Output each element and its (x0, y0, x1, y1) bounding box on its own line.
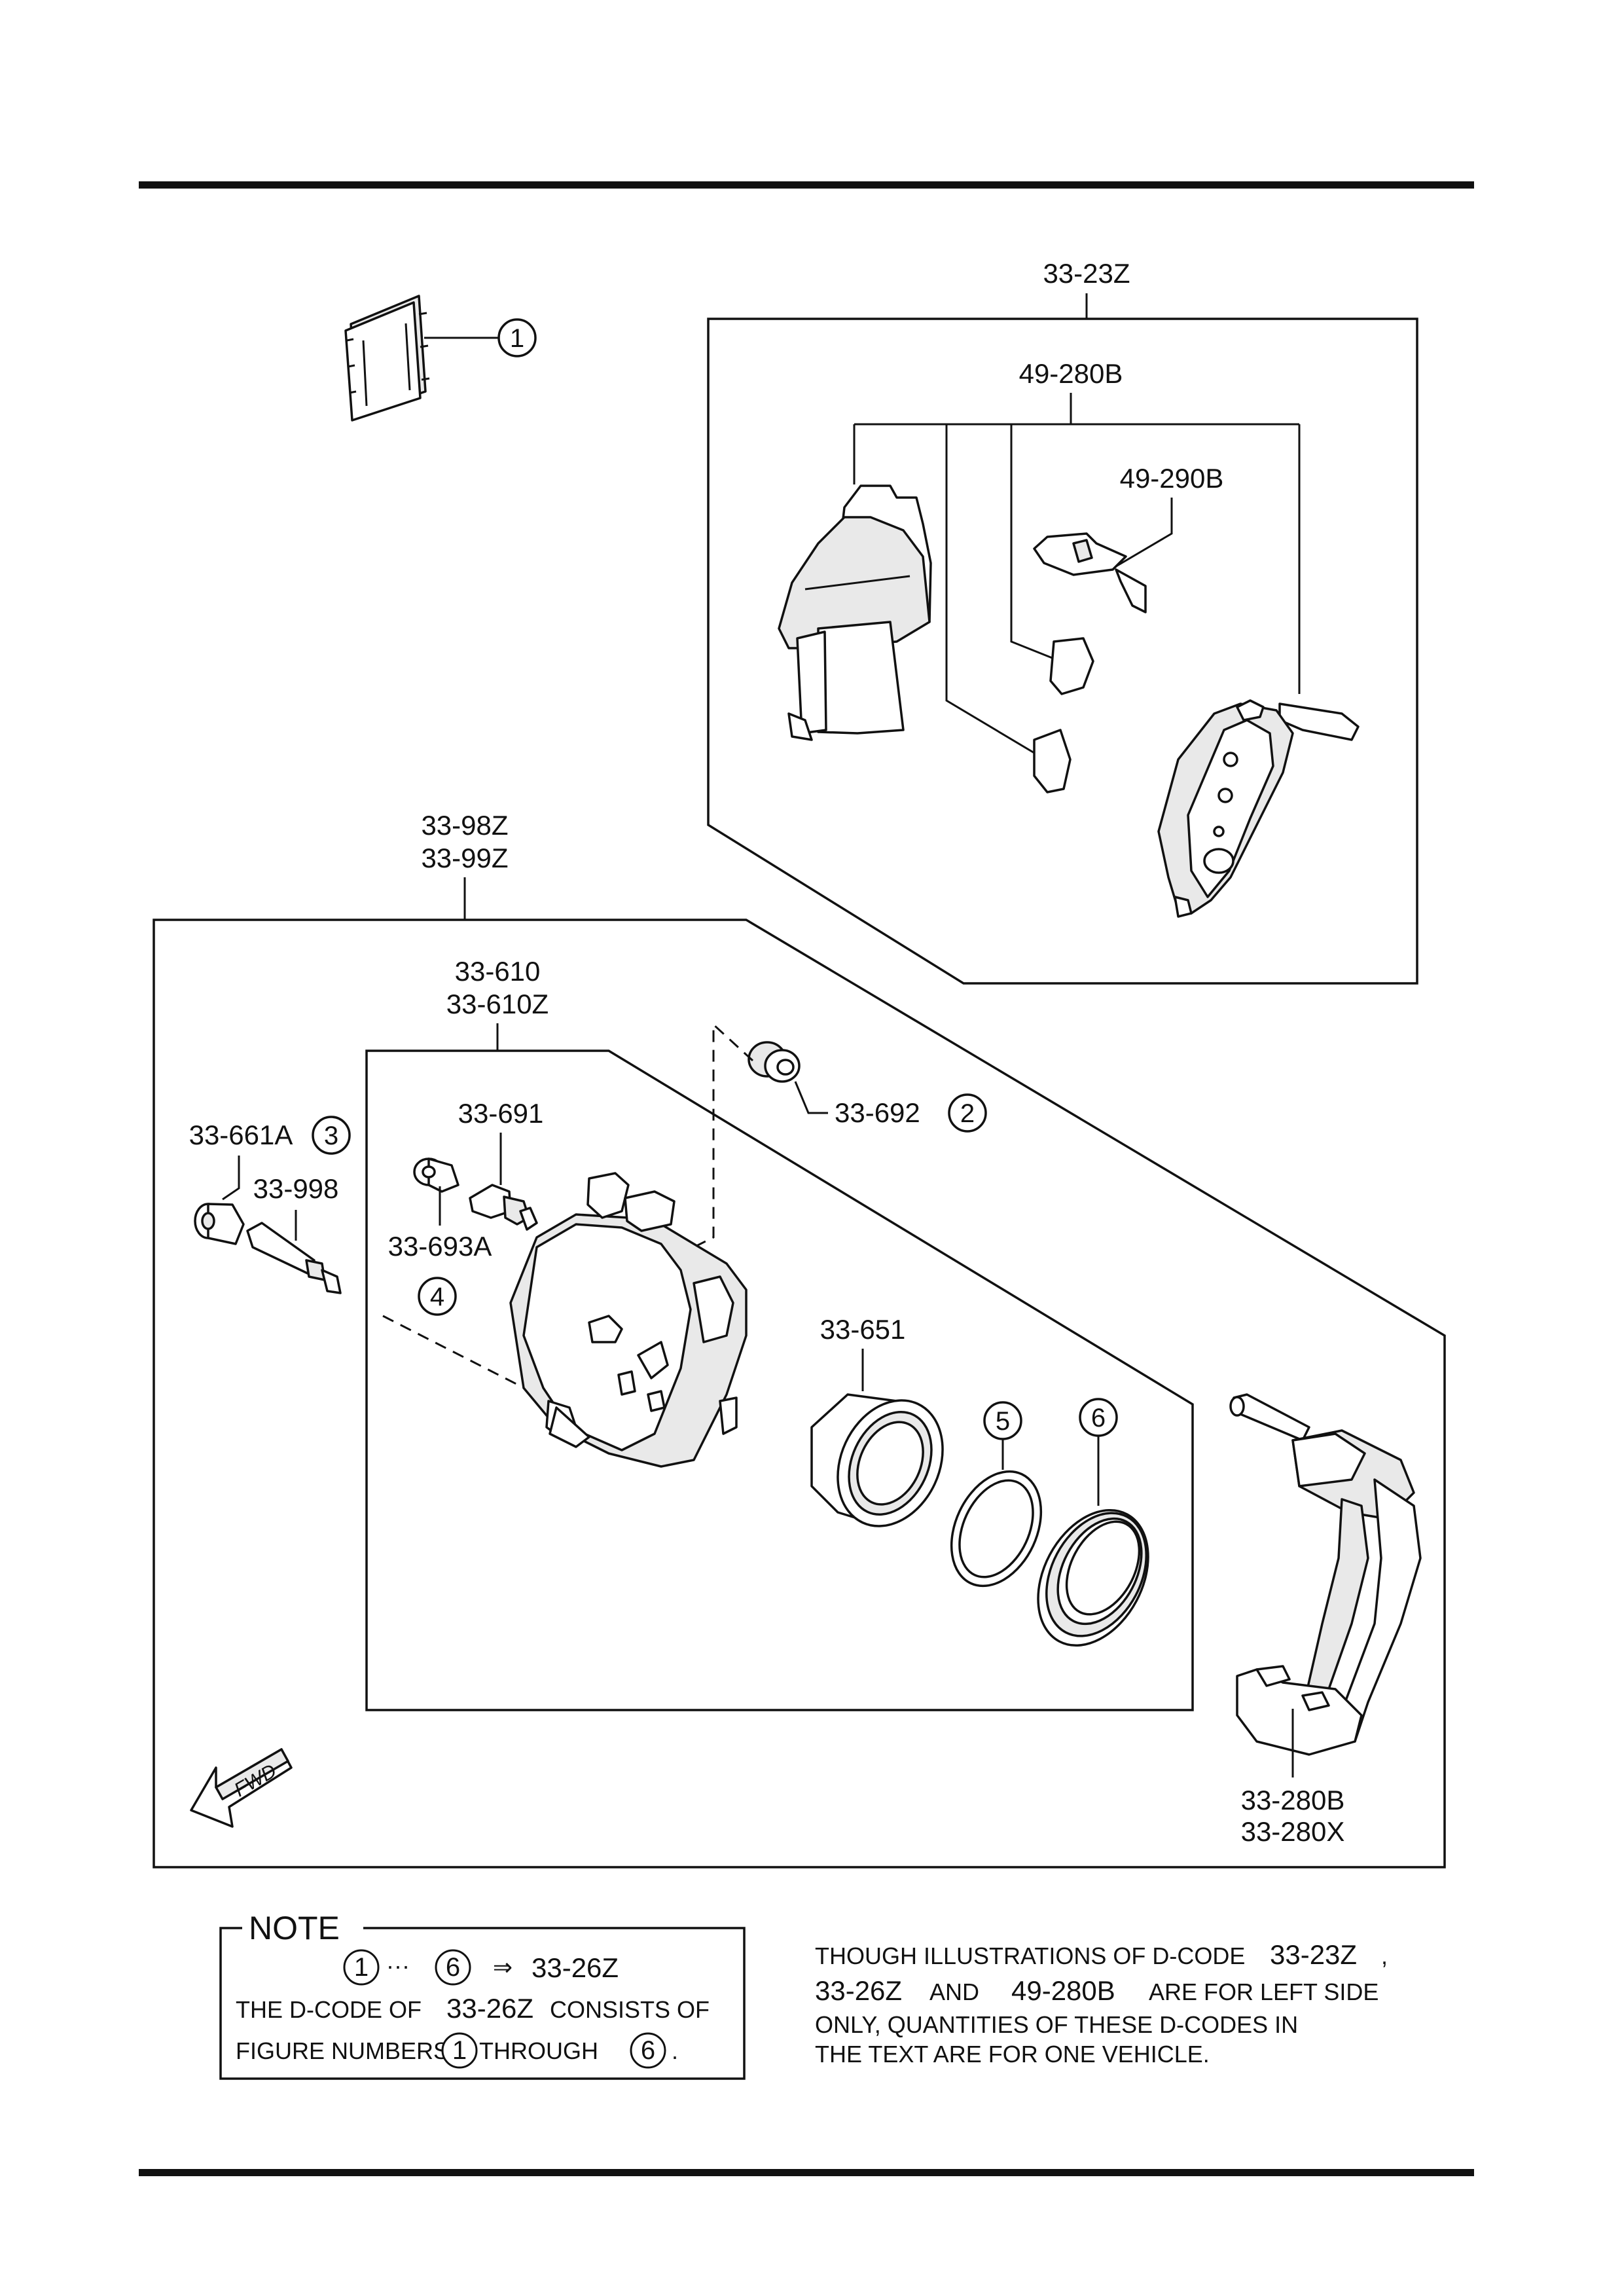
label-33-610: 33-610 (455, 956, 541, 987)
piston (810, 1393, 944, 1527)
svg-text:33-26Z: 33-26Z (532, 1952, 619, 1983)
label-33-280X: 33-280X (1241, 1816, 1345, 1847)
outer-brake-pad (1157, 699, 1360, 918)
pad-clip (1033, 532, 1147, 613)
svg-text:THROUGH: THROUGH (479, 2037, 598, 2064)
svg-text:THE D-CODE OF: THE D-CODE OF (236, 1996, 422, 2023)
svg-text:1: 1 (354, 1953, 369, 1982)
label-33-661A: 33-661A (189, 1120, 293, 1150)
svg-text:CONSISTS OF: CONSISTS OF (550, 1996, 710, 2023)
parts-sheet-icon (344, 295, 430, 422)
label-33-998: 33-998 (253, 1173, 339, 1204)
label-33-693A: 33-693A (388, 1231, 492, 1262)
label-33-23Z: 33-23Z (1043, 258, 1130, 289)
svg-text:1: 1 (510, 324, 524, 353)
leader-33-692 (794, 1081, 828, 1114)
label-33-610Z: 33-610Z (446, 989, 549, 1019)
callout-2: 2 (948, 1093, 987, 1133)
label-33-98Z: 33-98Z (421, 810, 508, 841)
caliper-assembly-box (153, 919, 1446, 1868)
svg-text:33-26Z: 33-26Z (815, 1975, 902, 2006)
svg-text:···: ··· (386, 1952, 410, 1979)
svg-text:FIGURE NUMBERS: FIGURE NUMBERS (236, 2037, 449, 2064)
label-33-99Z: 33-99Z (421, 843, 508, 873)
caliper-body (509, 1172, 748, 1468)
svg-text:6: 6 (641, 2036, 655, 2065)
dash-bleeder-to-body (674, 1022, 754, 1258)
note-title: NOTE (249, 1910, 340, 1946)
svg-text:33-23Z: 33-23Z (1270, 1939, 1357, 1970)
top-rule (139, 181, 1474, 189)
svg-text:ONLY, QUANTITIES OF THESE D-CO: ONLY, QUANTITIES OF THESE D-CODES IN (815, 2011, 1298, 2038)
svg-text:,: , (1381, 1942, 1388, 1969)
svg-text:6: 6 (446, 1953, 460, 1982)
callout-1: 1 (497, 318, 537, 357)
callout-3: 3 (312, 1116, 351, 1155)
dust-boot (1037, 1508, 1149, 1647)
guide-pin (246, 1222, 342, 1294)
svg-text:AND: AND (929, 1978, 979, 2005)
svg-text:.: . (672, 2037, 678, 2064)
svg-text:1: 1 (452, 2036, 467, 2065)
label-33-651: 33-651 (820, 1314, 906, 1345)
footnote: THOUGH ILLUSTRATIONS OF D-CODE 33-23Z , … (815, 1939, 1388, 2068)
dash-pin-to-body (382, 1315, 550, 1402)
pad-kit-box (707, 318, 1418, 985)
svg-text:ARE FOR LEFT SIDE: ARE FOR LEFT SIDE (1149, 1978, 1379, 2005)
label-33-692: 33-692 (835, 1097, 920, 1128)
svg-text:4: 4 (430, 1283, 444, 1311)
small-boot (413, 1157, 460, 1193)
svg-text:49-280B: 49-280B (1011, 1975, 1115, 2006)
note-box: NOTE 1 ··· 6 ⇒ 33-26Z THE D-CODE OF 33-2… (219, 1910, 746, 2080)
svg-text:33-26Z: 33-26Z (446, 1993, 533, 2024)
piston-seal (950, 1470, 1043, 1588)
callout-5: 5 (983, 1401, 1022, 1440)
fwd-arrow-icon: FWD (190, 1748, 293, 1828)
bleeder-cap (748, 1041, 801, 1083)
callout-4: 4 (418, 1277, 457, 1316)
inner-brake-pad (778, 484, 932, 741)
label-33-280B: 33-280B (1241, 1785, 1345, 1815)
svg-text:5: 5 (996, 1407, 1010, 1436)
label-49-280B: 49-280B (1019, 358, 1123, 389)
guide-boot (194, 1203, 245, 1245)
svg-text:THOUGH ILLUSTRATIONS OF D-CODE: THOUGH ILLUSTRATIONS OF D-CODE (815, 1942, 1245, 1969)
bleeder-screw (469, 1184, 538, 1231)
svg-text:⇒: ⇒ (493, 1954, 513, 1980)
shim-lower (1033, 729, 1072, 793)
svg-text:2: 2 (960, 1099, 975, 1128)
svg-text:6: 6 (1091, 1404, 1106, 1432)
shim-upper (1049, 637, 1094, 695)
leader-49-290B (1112, 498, 1173, 570)
label-49-290B: 49-290B (1120, 463, 1224, 494)
label-33-691: 33-691 (458, 1098, 544, 1129)
bottom-rule (139, 2169, 1474, 2176)
svg-text:THE TEXT ARE FOR ONE VEHICLE.: THE TEXT ARE FOR ONE VEHICLE. (815, 2041, 1210, 2068)
caliper-body-box (365, 1049, 1194, 1711)
svg-text:3: 3 (324, 1121, 338, 1150)
caliper-bracket (1229, 1393, 1422, 1756)
callout-6: 6 (1079, 1398, 1118, 1437)
